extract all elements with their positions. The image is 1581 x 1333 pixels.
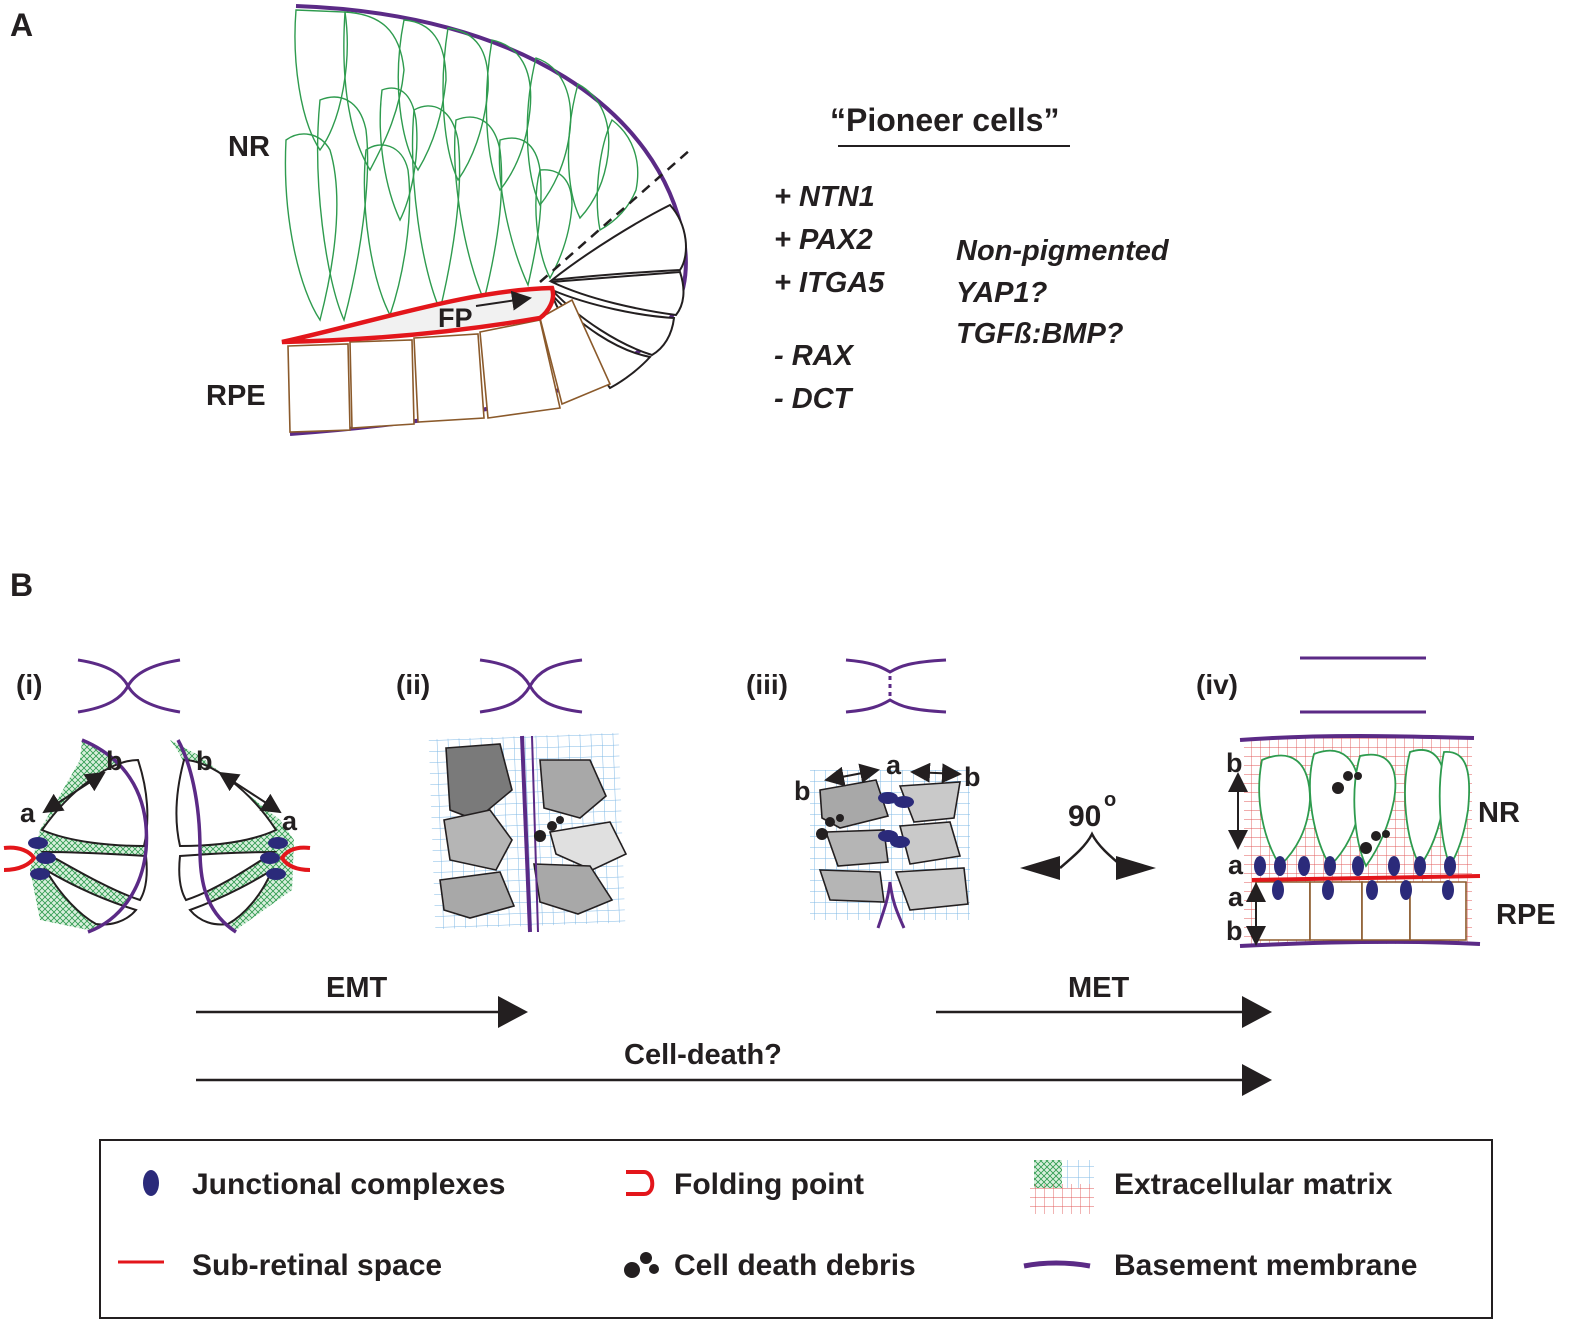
- folding-point: [281, 285, 556, 345]
- stage-i-a-right: a: [282, 806, 298, 836]
- stage-i-a-left: a: [20, 798, 36, 828]
- fp-label: FP: [438, 303, 473, 333]
- legend-sub-retinal-space: Sub-retinal space: [192, 1249, 442, 1282]
- panel-a-letter: A: [10, 7, 33, 43]
- stage-iii-membrane-top: [845, 658, 947, 674]
- stage-ii-membrane-bottom: [479, 682, 583, 714]
- met-label: MET: [1068, 972, 1130, 1004]
- nr-label-a: NR: [228, 131, 270, 163]
- panel-b-letter: B: [10, 567, 33, 603]
- legend-cell-death-debris: Cell death debris: [674, 1249, 916, 1282]
- marker-rax: - RAX: [774, 340, 855, 372]
- property-tgfb-bmp: TGFß:BMP?: [956, 318, 1124, 350]
- debris-icon: [624, 1252, 659, 1278]
- legend-junctional-complexes: Junctional complexes: [192, 1168, 505, 1201]
- stage-iv-label: (iv): [1196, 669, 1238, 700]
- stage-iv-a-bottom: a: [1228, 882, 1244, 912]
- stage-i-membrane-bottom: [77, 682, 181, 714]
- basement-membrane-icon: [1023, 1260, 1091, 1269]
- fp-arrow: [475, 290, 532, 311]
- emt-label: EMT: [326, 972, 388, 1004]
- stage-iv-a-top: a: [1228, 850, 1244, 880]
- stage-i-diagram: [3, 738, 311, 934]
- rotation-indicator: [1020, 831, 1156, 880]
- legend-extracellular-matrix: Extracellular matrix: [1114, 1168, 1393, 1201]
- rpe-label-a: RPE: [206, 380, 266, 412]
- stage-i-b-right: b: [196, 746, 213, 776]
- ecm-icon: [1030, 1160, 1094, 1214]
- stage-iv-diagram: [1228, 734, 1481, 948]
- marker-ntn1: + NTN1: [774, 181, 875, 213]
- process-arrows: [196, 996, 1272, 1096]
- folding-point-icon: [626, 1170, 655, 1196]
- stage-iv-b-top: b: [1226, 748, 1243, 778]
- marker-dct: - DCT: [774, 383, 854, 415]
- stage-iii-b-right: b: [964, 762, 981, 792]
- stage-ii-label: (ii): [396, 669, 430, 700]
- stage-iv-b-bottom: b: [1226, 916, 1243, 946]
- stage-iii-b-left: b: [794, 776, 811, 806]
- legend-basement-membrane: Basement membrane: [1114, 1249, 1417, 1282]
- pioneer-cells: [548, 203, 687, 390]
- stage-ii-membrane-top: [479, 658, 583, 690]
- rotation-90-label: 90: [1068, 800, 1101, 833]
- stage-iii-label: (iii): [746, 669, 788, 700]
- marker-pax2: + PAX2: [774, 224, 873, 256]
- stage-ii-diagram: [428, 732, 628, 933]
- stage-iii-a: a: [886, 750, 902, 780]
- stage-iii-diagram: [810, 762, 970, 929]
- legend-folding-point: Folding point: [674, 1168, 864, 1201]
- property-non-pigmented: Non-pigmented: [956, 235, 1170, 267]
- property-yap1: YAP1?: [956, 277, 1048, 309]
- optic-cup-diagram: [281, 4, 691, 436]
- rpe-label-b: RPE: [1496, 899, 1556, 931]
- marker-itga5: + ITGA5: [774, 267, 885, 299]
- junction-icon: [143, 1170, 159, 1196]
- stage-i-label: (i): [16, 669, 42, 700]
- stage-i-b-left: b: [106, 746, 123, 776]
- nr-label-b: NR: [1478, 797, 1520, 829]
- stage-iii-membrane-bottom: [845, 698, 947, 714]
- stage-membrane-icons: [77, 656, 1426, 714]
- pioneer-title: “Pioneer cells”: [830, 102, 1059, 138]
- neural-retina-cells: [284, 9, 639, 323]
- cell-death-label: Cell-death?: [624, 1039, 782, 1071]
- rpe-cells: [287, 298, 612, 433]
- rotation-degree-symbol: o: [1104, 789, 1116, 811]
- stage-i-membrane-top: [77, 658, 181, 690]
- legend-box: [99, 1139, 1493, 1319]
